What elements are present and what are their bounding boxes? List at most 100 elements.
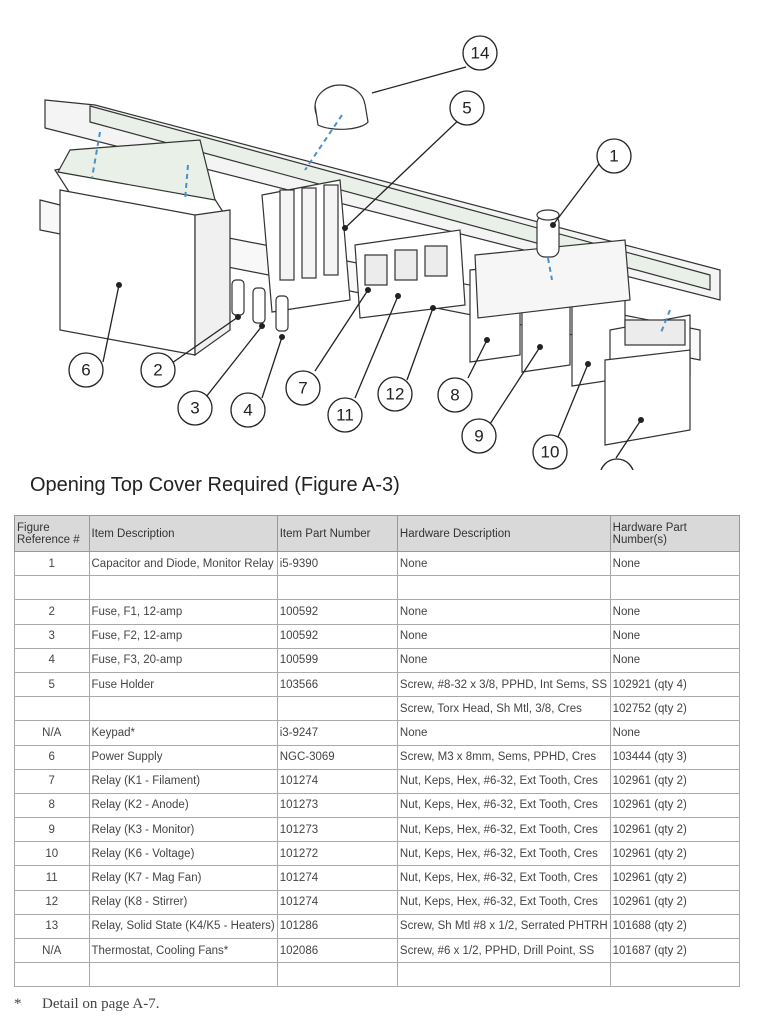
- cell-item-part-number: [276, 696, 398, 722]
- cell-item-part-number: 101286: [276, 913, 398, 940]
- callout-circle-3: [177, 390, 213, 426]
- footnote-mark: *: [14, 996, 22, 1012]
- cell-figure-reference: [14, 696, 90, 722]
- cell-figure-reference: 4: [14, 647, 90, 673]
- cell-hardware-description: Screw, M3 x 8mm, Sems, PPHD, Cres: [396, 744, 611, 770]
- cell-hardware-description: Nut, Keps, Hex, #6-32, Ext Tooth, Cres: [396, 889, 611, 915]
- cell-figure-reference: 13: [14, 913, 90, 940]
- callout-circle-1: [596, 138, 632, 174]
- figure-title: Opening Top Cover Required (Figure A-3): [30, 474, 400, 496]
- cell-item-part-number: 101274: [276, 889, 398, 915]
- cell-figure-reference: 12: [14, 889, 90, 915]
- callout-label-14: 14: [471, 44, 490, 63]
- cell-item-part-number: NGC-3069: [276, 744, 398, 770]
- cell-hardware-part-numbers: 102961 (qty 2): [609, 841, 741, 867]
- header-hardware-part-numbers: Hardware Part Number(s): [609, 515, 741, 552]
- cell-hardware-part-numbers: 102752 (qty 2): [609, 696, 741, 722]
- callout-label-1: 1: [609, 147, 618, 166]
- cell-item-part-number: [276, 962, 398, 988]
- table-row: [14, 962, 741, 988]
- cell-item-part-number: 102086: [276, 937, 398, 964]
- cell-hardware-part-numbers: [609, 962, 741, 988]
- cell-figure-reference: 3: [14, 623, 90, 649]
- cell-item-description: [88, 962, 278, 988]
- parts-table: Figure Reference # Item Description Item…: [14, 515, 741, 988]
- cell-item-description: Fuse Holder: [88, 671, 278, 698]
- cell-item-description: Keypad*: [88, 720, 278, 746]
- cell-figure-reference: 5: [14, 671, 90, 698]
- cell-figure-reference: 10: [14, 841, 90, 867]
- callout-circle-6: [68, 352, 104, 388]
- callout-label-11: 11: [336, 406, 354, 425]
- cell-item-part-number: 100592: [276, 599, 398, 625]
- cell-hardware-description: None: [396, 599, 611, 625]
- callout-label-2: 2: [153, 361, 162, 380]
- cell-figure-reference: [14, 575, 90, 601]
- cell-item-description: Relay (K1 - Filament): [88, 768, 278, 794]
- header-figure-reference: Figure Reference #: [14, 515, 90, 552]
- cell-item-description: Power Supply: [88, 744, 278, 770]
- cell-hardware-part-numbers: None: [609, 623, 741, 649]
- cell-figure-reference: [14, 962, 90, 988]
- cell-item-part-number: 100599: [276, 647, 398, 673]
- callout-label-6: 6: [81, 361, 90, 380]
- cell-item-description: Relay (K7 - Mag Fan): [88, 865, 278, 891]
- callout-circle-12: [377, 376, 413, 412]
- table-header-row: Figure Reference # Item Description Item…: [14, 515, 741, 552]
- cell-hardware-part-numbers: 102961 (qty 2): [609, 792, 741, 819]
- header-item-part-number: Item Part Number: [276, 515, 398, 552]
- cell-figure-reference: N/A: [14, 937, 90, 964]
- cell-hardware-part-numbers: None: [609, 647, 741, 673]
- cell-hardware-description: Nut, Keps, Hex, #6-32, Ext Tooth, Cres: [396, 817, 611, 843]
- cell-hardware-part-numbers: 101687 (qty 2): [609, 937, 741, 964]
- callout-circle-2: [140, 352, 176, 388]
- table-row: [14, 575, 741, 601]
- cell-item-part-number: 101273: [276, 817, 398, 843]
- cell-hardware-part-numbers: 102921 (qty 4): [609, 671, 741, 698]
- cell-figure-reference: 9: [14, 817, 90, 843]
- cell-hardware-description: Nut, Keps, Hex, #6-32, Ext Tooth, Cres: [396, 865, 611, 891]
- cell-hardware-part-numbers: None: [609, 550, 741, 577]
- cell-hardware-description: None: [396, 550, 611, 577]
- cell-hardware-description: Screw, Sh Mtl #8 x 1/2, Serrated PHTRH: [396, 913, 611, 940]
- callout-circle-4: [230, 392, 266, 428]
- cell-item-part-number: 100592: [276, 623, 398, 649]
- cell-hardware-part-numbers: [609, 575, 741, 601]
- cell-hardware-description: Nut, Keps, Hex, #6-32, Ext Tooth, Cres: [396, 768, 611, 794]
- cell-item-description: Fuse, F2, 12-amp: [88, 623, 278, 649]
- cell-hardware-part-numbers: 102961 (qty 2): [609, 865, 741, 891]
- cell-figure-reference: N/A: [14, 720, 90, 746]
- cell-hardware-part-numbers: 102961 (qty 2): [609, 768, 741, 794]
- cell-hardware-part-numbers: None: [609, 720, 741, 746]
- callout-label-3: 3: [190, 399, 199, 418]
- cell-item-description: Relay, Solid State (K4/K5 - Heaters): [88, 913, 278, 940]
- leader-dots: [116, 222, 644, 423]
- exploded-view-diagram: 1 2 3 4 5 6 7 8 9 10 11 12 13 14: [39, 35, 721, 470]
- header-item-description: Item Description: [88, 515, 278, 552]
- header-hardware-description: Hardware Description: [396, 515, 611, 552]
- cell-hardware-part-numbers: None: [609, 599, 741, 625]
- callout-circle-9: [461, 418, 497, 454]
- cell-item-description: Relay (K8 - Stirrer): [88, 889, 278, 915]
- callout-circle-8: [437, 377, 473, 413]
- cell-item-part-number: [276, 575, 398, 601]
- cell-figure-reference: 6: [14, 744, 90, 770]
- cell-hardware-description: None: [396, 720, 611, 746]
- cell-hardware-description: Nut, Keps, Hex, #6-32, Ext Tooth, Cres: [396, 841, 611, 867]
- callout-label-4: 4: [243, 401, 252, 420]
- leader-lines: [102, 66, 642, 459]
- cell-hardware-description: Screw, #6 x 1/2, PPHD, Drill Point, SS: [396, 937, 611, 964]
- cell-hardware-description: Nut, Keps, Hex, #6-32, Ext Tooth, Cres: [396, 792, 611, 819]
